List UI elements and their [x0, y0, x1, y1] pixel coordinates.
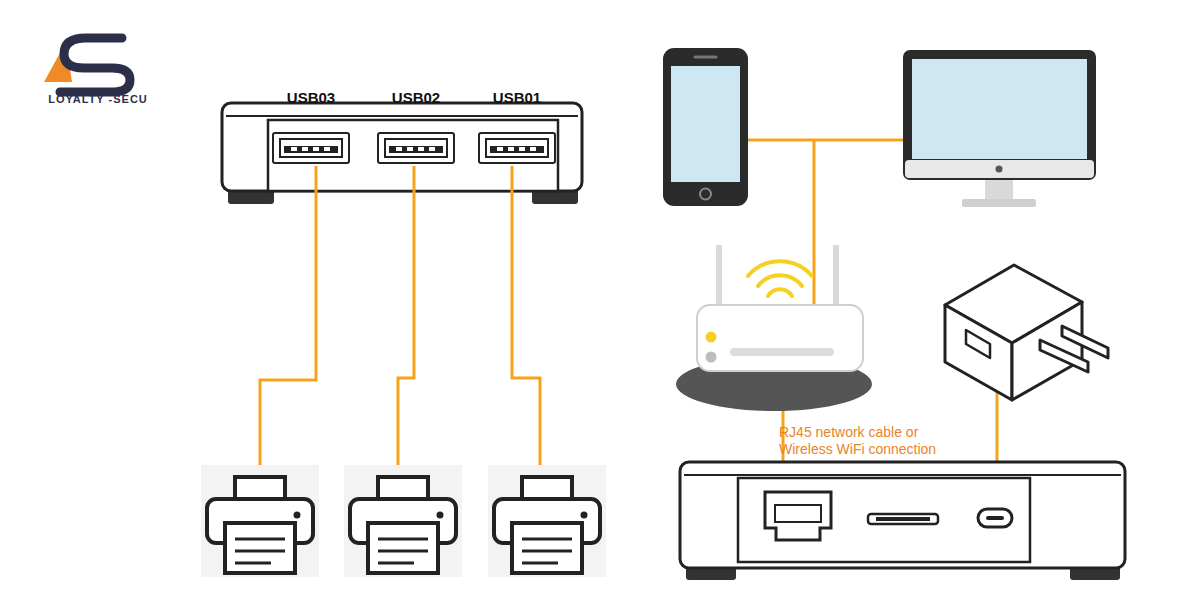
monitor-screen	[912, 59, 1087, 159]
wifi-signal	[748, 261, 812, 296]
usb-cable	[512, 166, 540, 472]
monitor-base	[962, 199, 1036, 207]
adapter-usb-slot	[966, 330, 990, 358]
usb-port-detail	[486, 139, 548, 157]
monitor-logo	[996, 166, 1003, 173]
monitor-icon	[903, 50, 1096, 207]
logo-s-mark	[60, 38, 130, 92]
usb-cable	[260, 166, 316, 472]
phone-screen	[671, 66, 740, 182]
usb-port: USB03	[272, 132, 350, 164]
adapter-prong	[1062, 326, 1108, 358]
port-label: USB01	[493, 89, 541, 106]
usb-port: USB02	[377, 132, 455, 164]
router-icon	[676, 245, 872, 411]
usb-print-server-front	[222, 103, 582, 204]
monitor-chin	[905, 160, 1094, 178]
usb-print-server-back	[680, 462, 1125, 580]
usb-port-detail	[385, 139, 447, 157]
port-label: USB03	[287, 89, 335, 106]
network-link	[748, 139, 904, 142]
router-antenna	[833, 245, 839, 310]
router-bar	[730, 348, 834, 356]
phone-button	[700, 189, 711, 200]
usb-cable	[260, 166, 540, 472]
router-led	[706, 332, 717, 343]
printer-icon	[344, 465, 462, 577]
device-rim	[226, 115, 578, 117]
router-body	[697, 305, 863, 371]
router-antenna	[716, 245, 722, 310]
rj45-port	[775, 505, 821, 522]
logo	[44, 38, 130, 92]
usb-port-detail	[280, 139, 342, 157]
port-label: USB02	[392, 89, 440, 106]
monitor-bezel	[903, 50, 1096, 180]
phone-icon	[663, 48, 748, 206]
usb-port: USB01	[478, 132, 556, 164]
router-led	[706, 352, 717, 363]
sd-card-slot	[868, 514, 938, 524]
phone-speaker	[695, 56, 716, 59]
phone-body	[663, 48, 748, 206]
adapter-front	[945, 305, 1012, 400]
usb-c-port	[978, 509, 1012, 527]
rj45-port	[765, 492, 831, 540]
usb-c-port	[986, 516, 1004, 520]
printer-icon	[201, 465, 319, 577]
device-back-panel	[738, 478, 1030, 562]
usb-cable	[398, 166, 414, 472]
monitor-neck	[985, 180, 1013, 200]
device-body	[222, 103, 582, 191]
logo-text: LOYALTY -SECU	[36, 92, 160, 106]
printer-icon	[488, 465, 606, 577]
connection-note: RJ45 network cable or Wireless WiFi conn…	[779, 424, 954, 458]
sd-card-slot	[876, 517, 930, 521]
device-rim	[684, 474, 1121, 476]
device-body	[680, 462, 1125, 568]
power-adapter	[945, 265, 1108, 400]
